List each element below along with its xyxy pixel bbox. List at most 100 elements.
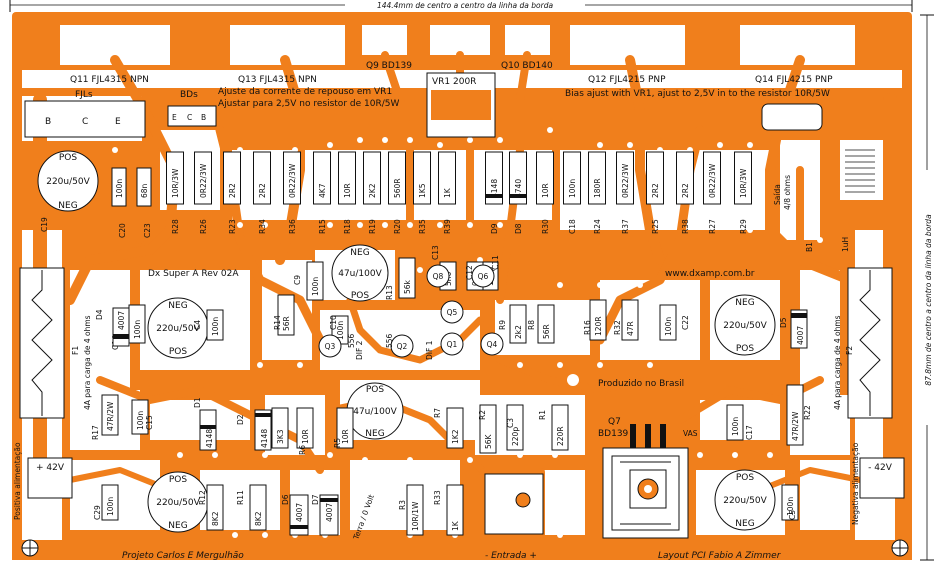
- svg-text:C15: C15: [145, 415, 154, 430]
- component-ref: R23: [228, 219, 237, 234]
- positive-supply: + 42V Positiva alimentação: [13, 442, 73, 557]
- svg-text:R32: R32: [613, 320, 622, 335]
- svg-text:DIF 1: DIF 1: [425, 340, 434, 360]
- component-r30: 10R R30: [536, 151, 554, 234]
- svg-text:10R: 10R: [341, 429, 350, 444]
- svg-text:R17: R17: [91, 425, 100, 440]
- component-value: 10R/3W: [739, 168, 748, 198]
- svg-text:R8: R8: [527, 320, 536, 330]
- svg-text:R13: R13: [385, 285, 394, 300]
- board-url: www.dxamp.com.br: [665, 269, 755, 279]
- svg-text:4A para carga de 4 ohms: 4A para carga de 4 ohms: [83, 315, 92, 410]
- svg-text:100n: 100n: [731, 417, 740, 436]
- svg-text:8K2: 8K2: [211, 511, 220, 526]
- bias-notes: Ajuste da corrente de repouso em VR1 Aju…: [218, 87, 830, 109]
- svg-text:D2: D2: [236, 414, 245, 425]
- svg-text:100n: 100n: [211, 317, 220, 336]
- svg-text:Q2: Q2: [397, 342, 408, 351]
- svg-text:C9: C9: [293, 275, 302, 285]
- component-ref: R35: [418, 219, 427, 234]
- svg-text:120R: 120R: [594, 316, 603, 336]
- svg-text:C: C: [82, 117, 88, 127]
- component-ref: R25: [651, 219, 660, 234]
- svg-text:POS: POS: [59, 153, 78, 163]
- made-in-label: Produzido no Brasil: [598, 379, 684, 389]
- svg-text:100n: 100n: [106, 497, 115, 516]
- component-value: 0R22/3W: [288, 163, 297, 198]
- vr1-trimmer[interactable]: VR1 200R: [426, 72, 496, 138]
- bias-note-pt-2: Ajustar para 2,5V no resistor de 10R/5W: [218, 99, 399, 109]
- svg-text:C19: C19: [40, 217, 49, 232]
- svg-text:D1: D1: [193, 397, 202, 408]
- input-terminal[interactable]: [484, 473, 544, 535]
- component-ref: R27: [708, 219, 717, 234]
- svg-text:POS: POS: [351, 291, 370, 301]
- component-ref: R15: [318, 219, 327, 234]
- component-r24: 180R R24: [588, 151, 606, 234]
- svg-text:R7: R7: [433, 408, 442, 418]
- svg-text:D6: D6: [281, 494, 290, 505]
- diode-d6: 4007 D6: [281, 494, 309, 536]
- svg-text:47R: 47R: [626, 321, 635, 336]
- svg-text:100n: 100n: [311, 277, 320, 296]
- svg-text:C29: C29: [93, 505, 102, 520]
- svg-text:POS: POS: [169, 475, 188, 485]
- svg-text:R3: R3: [398, 500, 407, 510]
- component-value: 180R: [593, 178, 602, 198]
- svg-text:Q5: Q5: [447, 308, 458, 317]
- svg-text:4007: 4007: [325, 503, 334, 522]
- component-value: 0R22/3W: [708, 163, 717, 198]
- svg-text:56k: 56k: [403, 279, 412, 294]
- svg-text:C23: C23: [143, 223, 152, 238]
- svg-text:47R/2W: 47R/2W: [791, 411, 800, 441]
- svg-text:C12: C12: [465, 265, 474, 280]
- component-value: 2R2: [651, 183, 660, 198]
- component-ref: R24: [593, 219, 602, 234]
- svg-text:BD139: BD139: [598, 429, 629, 439]
- cap-c21: NEG 220u/50V POS: [714, 294, 776, 356]
- component-ref: R36: [288, 219, 297, 234]
- svg-text:B1: B1: [805, 242, 814, 252]
- component-ref: C18: [568, 219, 577, 234]
- svg-text:4/8 ohms: 4/8 ohms: [783, 175, 792, 210]
- speaker-resistor-box: [761, 103, 823, 131]
- q7-vas-transistor: Q7 BD139 VAS: [598, 417, 698, 539]
- svg-text:4007: 4007: [295, 503, 304, 522]
- component-value: 4K7: [318, 183, 327, 198]
- svg-text:C22: C22: [681, 315, 690, 330]
- svg-text:D5: D5: [779, 317, 788, 328]
- svg-text:NEG: NEG: [58, 201, 77, 211]
- svg-text:POS: POS: [366, 385, 385, 395]
- svg-text:1K: 1K: [451, 520, 460, 531]
- svg-text:R16: R16: [583, 320, 592, 335]
- svg-text:D4: D4: [95, 309, 104, 320]
- svg-text:56K: 56K: [484, 433, 493, 449]
- fuse-f2: 4A para carga de 4 ohms F2: [833, 267, 893, 419]
- bce-box-left: B C E: [24, 100, 146, 138]
- component-ref: R30: [541, 219, 550, 234]
- component-r36: 0R22/3W R36: [283, 151, 301, 234]
- svg-text:R33: R33: [433, 490, 442, 505]
- layout-label: Layout PCI Fabio A Zimmer: [658, 551, 782, 561]
- svg-text:NEG: NEG: [735, 519, 754, 529]
- svg-text:C11: C11: [491, 255, 500, 270]
- svg-text:2k2: 2k2: [514, 325, 523, 339]
- svg-text:Positiva alimentação: Positiva alimentação: [13, 442, 22, 520]
- component-value: 10R: [541, 183, 550, 198]
